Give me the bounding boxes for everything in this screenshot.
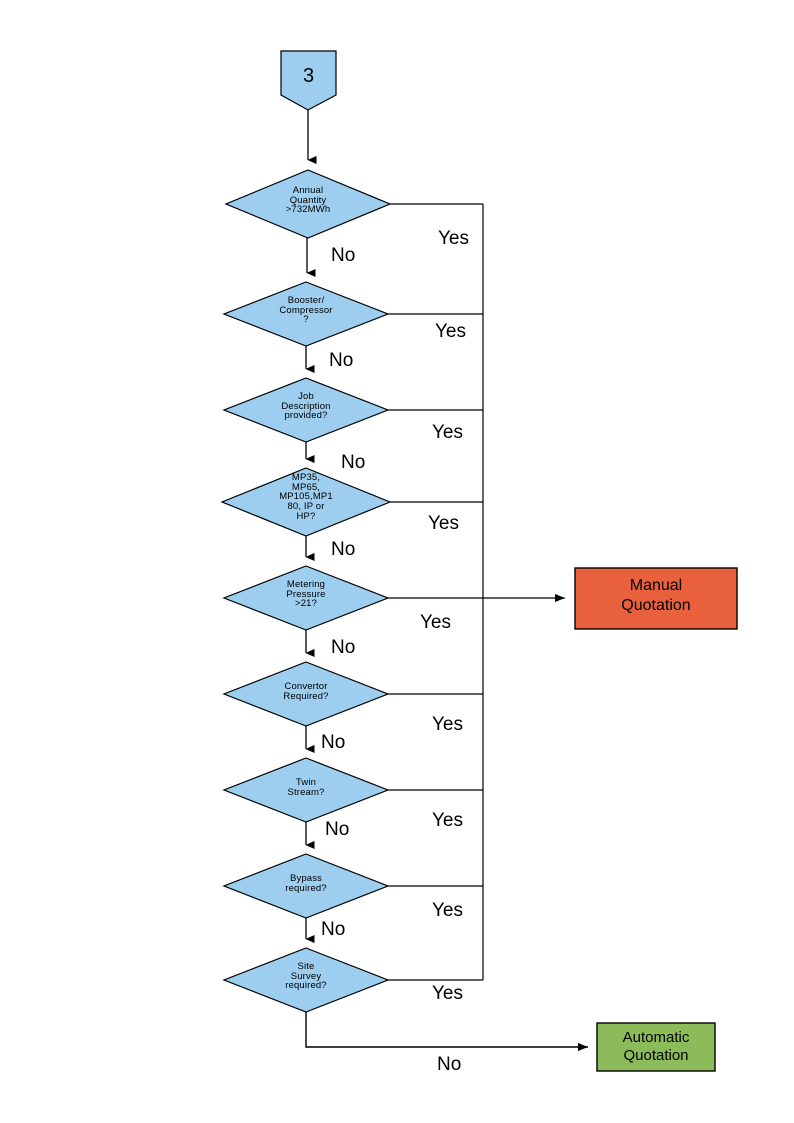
decision-shape-job-description xyxy=(222,377,390,443)
edge-label-yes-metering-pressure: Yes xyxy=(420,612,451,633)
start-connector-shape xyxy=(280,50,337,111)
edge-label-no-pressure-tier: No xyxy=(331,539,356,560)
terminal-shape-manual-quotation xyxy=(574,567,738,630)
edge-label-yes-booster-compressor: Yes xyxy=(435,321,466,342)
edge-label-yes-job-description: Yes xyxy=(432,422,463,443)
edge-label-no-annual-quantity: No xyxy=(331,245,356,266)
decision-shape-pressure-tier xyxy=(220,467,392,537)
edge-label-no-metering-pressure: No xyxy=(331,637,356,658)
decision-shape-booster-compressor xyxy=(222,281,390,347)
edge-label-yes-bypass-required: Yes xyxy=(432,900,463,921)
edge-no-site-survey-to-automatic xyxy=(305,1012,588,1051)
edge-label-no-job-description: No xyxy=(341,452,366,473)
edge-label-yes-pressure-tier: Yes xyxy=(428,513,459,534)
edge-label-no-final: No xyxy=(437,1054,462,1075)
edge-label-yes-annual-quantity: Yes xyxy=(438,228,469,249)
terminal-shape-automatic-quotation xyxy=(596,1022,716,1072)
decision-shape-metering-pressure xyxy=(222,565,390,631)
decision-shape-bypass-required xyxy=(222,853,390,919)
edge-label-yes-site-survey: Yes xyxy=(432,983,463,1004)
decision-shape-annual-quantity xyxy=(224,169,392,239)
edge-label-yes-convertor-required: Yes xyxy=(432,714,463,735)
decision-shape-twin-stream xyxy=(222,757,390,823)
decision-shape-site-survey xyxy=(222,947,390,1013)
edge-label-no-bypass-required: No xyxy=(321,919,346,940)
edge-label-yes-twin-stream: Yes xyxy=(432,810,463,831)
edge-label-no-booster-compressor: No xyxy=(329,350,354,371)
decision-shape-convertor-required xyxy=(222,661,390,727)
edge-label-no-convertor-required: No xyxy=(321,732,346,753)
edge-label-no-twin-stream: No xyxy=(325,819,350,840)
